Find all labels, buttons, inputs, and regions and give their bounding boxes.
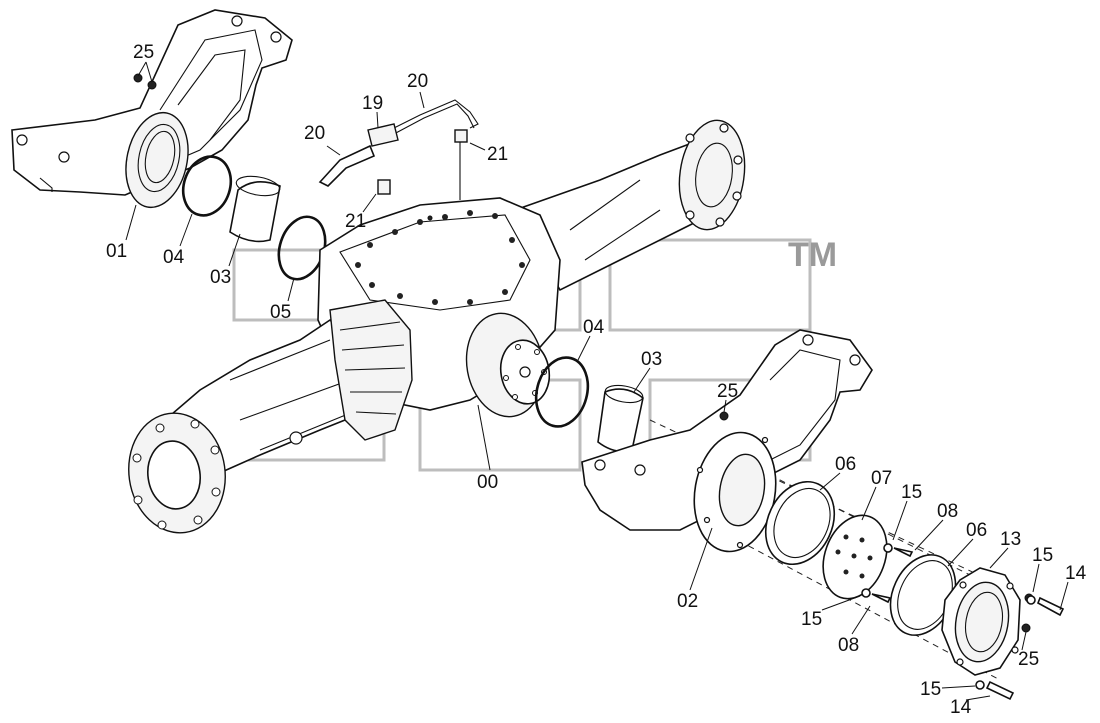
bolt-15-08-upper xyxy=(883,543,914,558)
callout-04: 04 xyxy=(583,317,605,338)
callout-15: 15 xyxy=(1032,545,1054,566)
callout-01: 01 xyxy=(106,241,128,262)
callout-06: 06 xyxy=(966,520,988,541)
callout-00: 00 xyxy=(477,472,499,493)
callout-15: 15 xyxy=(901,482,923,503)
callout-15: 15 xyxy=(801,609,823,630)
callout-21: 21 xyxy=(345,211,367,232)
callout-21: 21 xyxy=(487,144,509,165)
callout-20: 20 xyxy=(304,123,326,144)
callout-05: 05 xyxy=(270,302,292,323)
callout-08: 08 xyxy=(937,501,959,522)
bolt-15-08-lower xyxy=(861,588,892,604)
callout-04: 04 xyxy=(163,247,185,268)
bolt-14-15-upper xyxy=(1026,595,1065,617)
callout-14: 14 xyxy=(950,697,972,718)
axle-housing xyxy=(128,119,746,534)
brake-line-assembly xyxy=(318,99,479,200)
callout-03: 03 xyxy=(210,267,232,288)
bolt-14-15-lower xyxy=(975,680,1015,701)
right-mounting-bracket xyxy=(581,329,873,553)
leader-lines xyxy=(125,61,1069,701)
callout-02: 02 xyxy=(677,591,699,612)
callout-25: 25 xyxy=(717,381,739,402)
left-mounting-bracket xyxy=(11,9,293,209)
shim-ring-06-a xyxy=(764,480,836,566)
callout-25: 25 xyxy=(133,42,155,63)
callout-20: 20 xyxy=(407,71,429,92)
callout-19: 19 xyxy=(362,93,384,114)
callout-07: 07 xyxy=(871,468,893,489)
callout-06: 06 xyxy=(835,454,857,475)
trademark-mark: TM xyxy=(788,236,838,274)
disc-plate-07 xyxy=(822,514,888,600)
right-seal-ring-04 xyxy=(534,356,590,428)
callout-25: 25 xyxy=(1018,649,1040,670)
callout-14: 14 xyxy=(1065,563,1087,584)
right-bushing-03 xyxy=(597,384,644,453)
callout-13: 13 xyxy=(1000,529,1022,550)
left-bushing-03 xyxy=(229,175,281,243)
callout-08: 08 xyxy=(838,635,860,656)
callout-15: 15 xyxy=(920,679,942,700)
left-seal-ring-04 xyxy=(181,155,233,217)
callout-03: 03 xyxy=(641,349,663,370)
